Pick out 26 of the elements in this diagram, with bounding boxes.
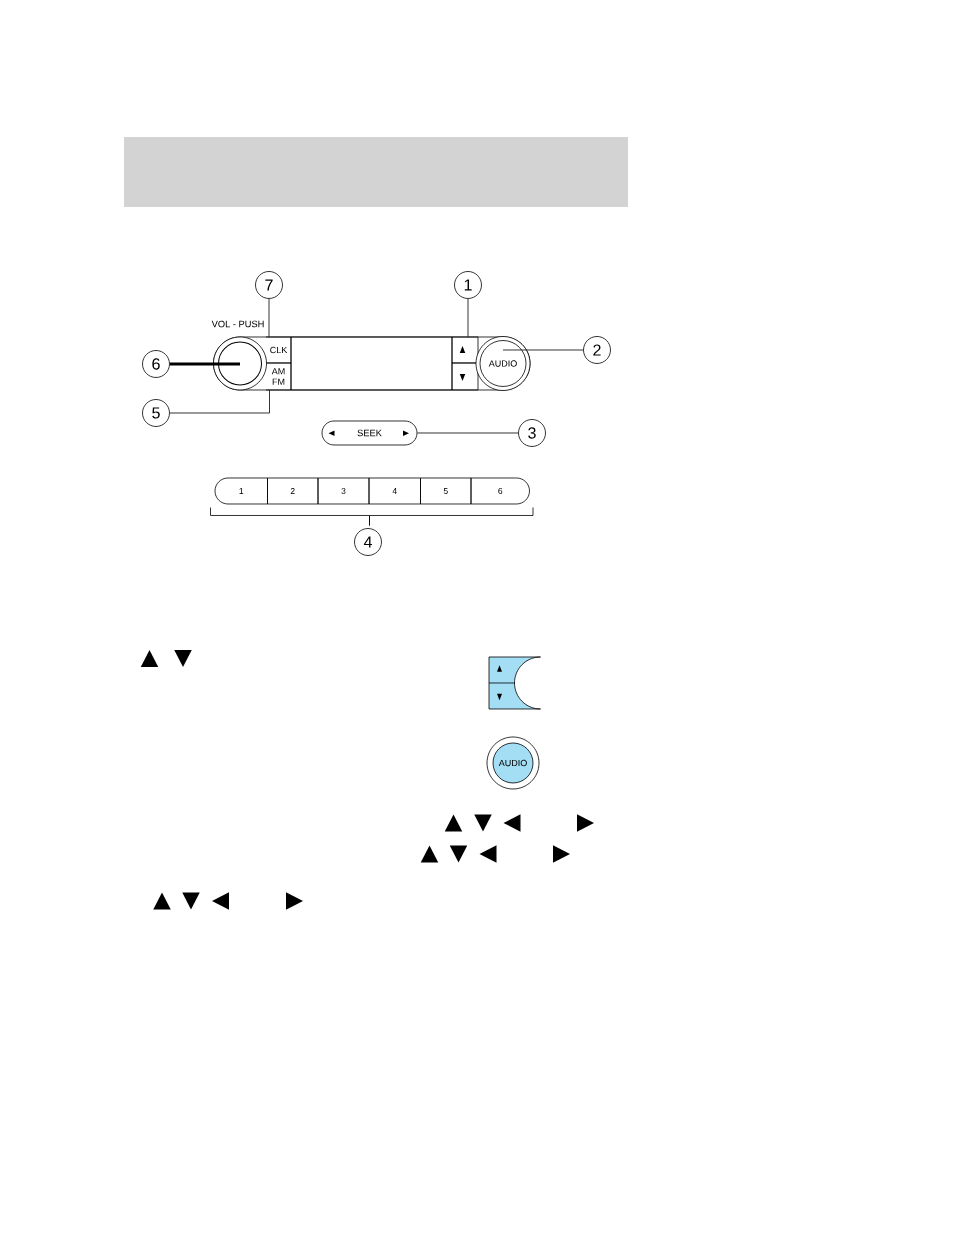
callout-number: 1: [454, 271, 482, 299]
leader-line: [417, 432, 519, 434]
audio-button: AUDIO: [486, 736, 540, 790]
preset-button: 6: [470, 477, 530, 505]
leader-line: [467, 298, 469, 337]
preset-button: 3: [317, 477, 370, 505]
callout-number: 7: [255, 271, 283, 299]
band-button: AM FM: [263, 362, 292, 391]
callout-number: 2: [583, 336, 611, 364]
leader-line: [502, 349, 584, 351]
callout-number: 6: [142, 350, 170, 378]
audio-button: AUDIO: [475, 336, 531, 391]
preset-button: 1: [214, 477, 268, 505]
leader-line: [169, 362, 240, 366]
leader-line: [169, 389, 270, 414]
callout-number: 5: [142, 399, 170, 427]
preset-button: 5: [420, 477, 472, 505]
preset-button: 2: [267, 477, 319, 505]
callout-number: 3: [518, 419, 546, 447]
knob-label: VOL - PUSH: [211, 320, 264, 328]
leader-line: [268, 298, 270, 338]
volume-knob: [213, 336, 267, 391]
clock-button: CLK: [263, 336, 292, 364]
preset-button: 4: [368, 477, 421, 505]
callout-number: 4: [354, 528, 382, 556]
seek-button: SEEK: [321, 420, 418, 446]
